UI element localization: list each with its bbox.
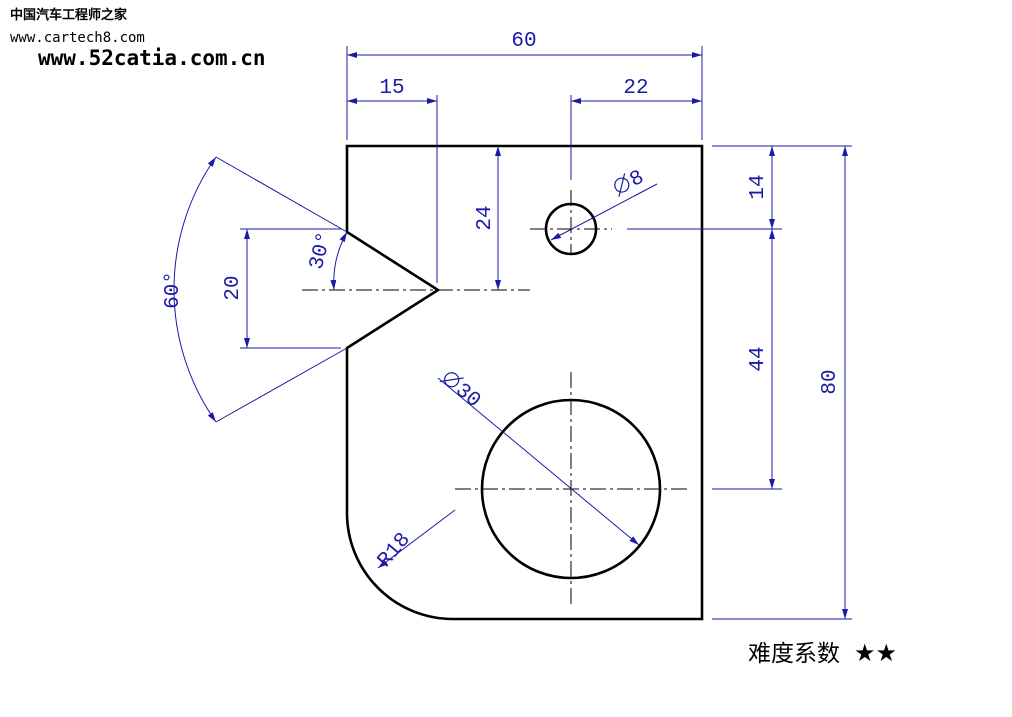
dim-15: 15 [379,77,404,100]
dim-diameter-30: 30 [439,372,484,413]
dim-diameter-8: 8 [614,167,648,197]
dim-8-value: 8 [626,167,648,193]
difficulty-label: 难度系数 [748,641,840,667]
dim-22: 22 [623,77,648,100]
star-rating-icon: ★★ [854,639,898,667]
dim-44: 44 [747,346,770,371]
dimension-lines [173,46,852,620]
watermark-url-cartech: www.cartech8.com [10,30,145,46]
dim-80: 80 [819,369,842,394]
dim-24: 24 [474,205,497,230]
dim-14: 14 [747,174,770,199]
dim-30-degree: 30° [306,230,337,272]
dim-30-value: 30 [450,379,484,413]
watermark-site-name: 中国汽车工程师之家 [10,8,128,23]
dim-20: 20 [222,275,245,300]
dim-60-degree: 60° [162,271,185,309]
center-lines [302,190,690,605]
part-outline [345,144,704,621]
difficulty-rating: 难度系数 ★★ [748,634,897,668]
dim-60: 60 [511,30,536,53]
watermark-url-52catia: www.52catia.com.cn [38,46,266,70]
